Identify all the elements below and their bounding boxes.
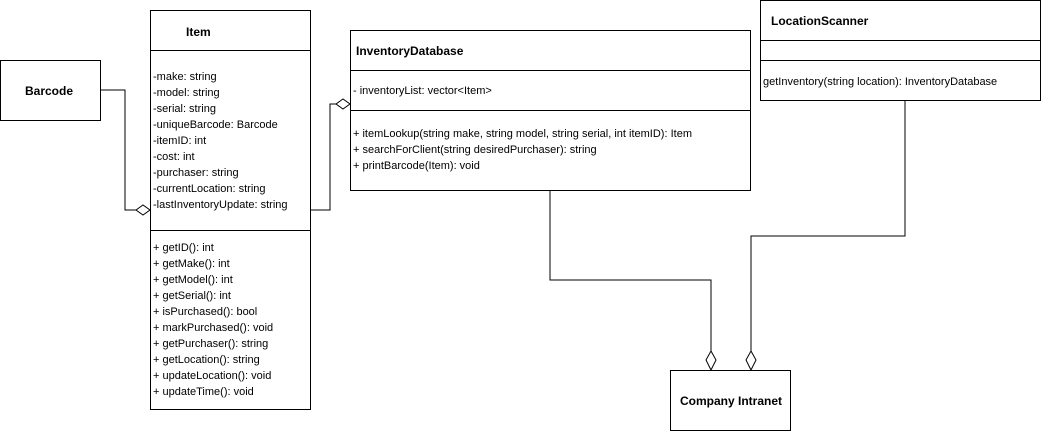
method-item: + updateTime(): void [153,386,254,398]
class-barcode-name: Barcode [25,84,74,98]
class-company-intranet[interactable]: Company Intranet [670,370,791,431]
attribute-item: -itemID: int [153,135,207,147]
class-inventory-database-attributes-separator [351,110,750,111]
aggregation-diamond-barcode-item [135,204,151,216]
attribute-item: -purchaser: string [153,167,239,179]
method-item: + getPurchaser(): string [153,338,269,350]
attribute-item: -lastInventoryUpdate: string [153,199,288,211]
class-item-methods: + getID(): int + getMake(): int + getMod… [153,240,273,400]
locationscanner-intranet-connector [750,101,906,351]
class-inventory-database-methods: + itemLookup(string make, string model, … [353,126,692,174]
method-item: + getSerial(): int [153,290,231,302]
method-item: + updateLocation(): void [153,370,272,382]
class-location-scanner-name-separator [761,40,1040,41]
class-inventory-database[interactable]: InventoryDatabase - inventoryList: vecto… [350,30,751,191]
attribute-item: -make: string [153,71,217,83]
class-location-scanner-attributes-separator [761,60,1040,61]
attribute-item: -cost: int [153,151,195,163]
method-item: + getMake(): int [153,258,230,270]
attribute-item: - inventoryList: vector<Item> [353,85,492,97]
aggregation-diamond-item-inventorydatabase [335,98,351,110]
class-item-attributes-separator [151,230,310,231]
method-item: getInventory(string location): Inventory… [763,76,998,88]
attribute-item: -serial: string [153,103,216,115]
aggregation-diamond-inventorydatabase-intranet [705,349,717,372]
class-item-name: Item [186,25,211,39]
method-item: + markPurchased(): void [153,322,274,334]
class-location-scanner[interactable]: LocationScanner getInventory(string loca… [760,0,1041,101]
class-item-attributes: -make: string -model: string -serial: st… [153,69,288,213]
method-item: + getID(): int [153,242,214,254]
class-inventory-database-name-separator [351,70,750,71]
aggregation-diamond-locationscanner-intranet [745,349,757,372]
class-inventory-database-attributes: - inventoryList: vector<Item> [353,83,492,99]
class-location-scanner-name: LocationScanner [771,14,869,28]
class-barcode[interactable]: Barcode [0,60,101,121]
class-company-intranet-name: Company Intranet [680,394,783,408]
item-inventorydatabase-connector [310,103,336,211]
method-item: + getLocation(): string [153,354,260,366]
method-item: + printBarcode(Item): void [353,160,480,172]
class-location-scanner-methods: getInventory(string location): Inventory… [763,74,997,90]
class-item[interactable]: Item -make: string -model: string -seria… [150,10,311,410]
attribute-item: -currentLocation: string [153,183,266,195]
class-item-name-separator [151,50,310,51]
method-item: + getModel(): int [153,274,233,286]
barcode-item-connector [100,89,136,211]
method-item: + isPurchased(): bool [153,306,258,318]
class-inventory-database-name: InventoryDatabase [356,44,464,58]
method-item: + searchForClient(string desiredPurchase… [353,144,597,156]
attribute-item: -uniqueBarcode: Barcode [153,119,278,131]
attribute-item: -model: string [153,87,220,99]
method-item: + itemLookup(string make, string model, … [353,128,692,140]
inventorydatabase-intranet-connector [549,190,712,351]
